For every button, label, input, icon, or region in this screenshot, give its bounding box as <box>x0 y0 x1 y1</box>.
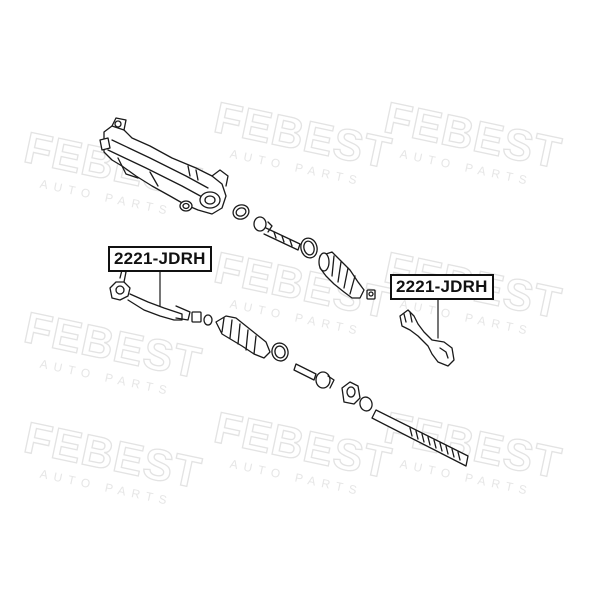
tie-rod-end-right <box>399 309 455 367</box>
rack-boot-lower <box>215 315 271 359</box>
snap-ring-lower <box>359 396 373 412</box>
inner-tie-rod-upper <box>253 216 301 251</box>
part-number-callout-left: 2221-JDRH <box>108 246 212 272</box>
tie-rod-end-left <box>109 269 191 321</box>
nut-upper <box>366 289 376 300</box>
steering-rack-housing <box>99 117 229 215</box>
damper-lower <box>341 381 361 405</box>
inner-tie-rod-lower <box>293 363 335 389</box>
steering-rack-bar <box>371 409 469 467</box>
part-number-callout-right: 2221-JDRH <box>390 274 494 300</box>
oring-upper <box>232 204 250 220</box>
rack-boot-upper <box>318 251 365 299</box>
clamp-ring-lower <box>271 342 289 362</box>
clamp-ring-upper <box>300 237 318 259</box>
jam-nut-lower <box>191 311 213 326</box>
